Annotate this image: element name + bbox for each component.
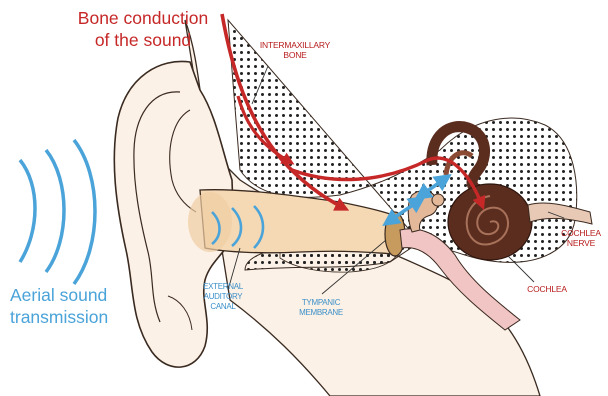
bone-conduction-label: Bone conduction of the sound xyxy=(68,7,218,51)
external-canal-label: EXTERNAL AUDITORY CANAL xyxy=(192,282,254,312)
tympanic-line1: TYMPANIC xyxy=(286,298,356,308)
aerial-sound-label: Aerial sound transmission xyxy=(10,284,108,328)
cochlea-nerve-line1: COCHLEA xyxy=(558,228,604,238)
cochlea-nerve-line2: NERVE xyxy=(558,238,604,248)
air-wave-3 xyxy=(74,140,95,284)
aerial-line2: transmission xyxy=(10,306,108,328)
intermaxillary-line2: BONE xyxy=(250,50,340,60)
cochlea-nerve-label: COCHLEA NERVE xyxy=(558,228,604,248)
bone-conduction-line2: of the sound xyxy=(68,29,218,51)
oval-window xyxy=(432,194,444,206)
cochlea-text: COCHLEA xyxy=(517,284,577,294)
canal-opening-shade xyxy=(188,192,232,252)
bone-conduction-line1: Bone conduction xyxy=(68,7,218,29)
external-line1: EXTERNAL xyxy=(192,282,254,292)
intermaxillary-label: INTERMAXILLARY BONE xyxy=(250,40,340,60)
aerial-line1: Aerial sound xyxy=(10,284,108,306)
air-wave-2 xyxy=(46,150,64,272)
tympanic-label: TYMPANIC MEMBRANE xyxy=(286,298,356,318)
tympanic-line2: MEMBRANE xyxy=(286,308,356,318)
external-line3: CANAL xyxy=(192,302,254,312)
intermaxillary-line1: INTERMAXILLARY xyxy=(250,40,340,50)
cochlea-label: COCHLEA xyxy=(517,284,577,294)
air-wave-1 xyxy=(20,160,35,262)
external-line2: AUDITORY xyxy=(192,292,254,302)
